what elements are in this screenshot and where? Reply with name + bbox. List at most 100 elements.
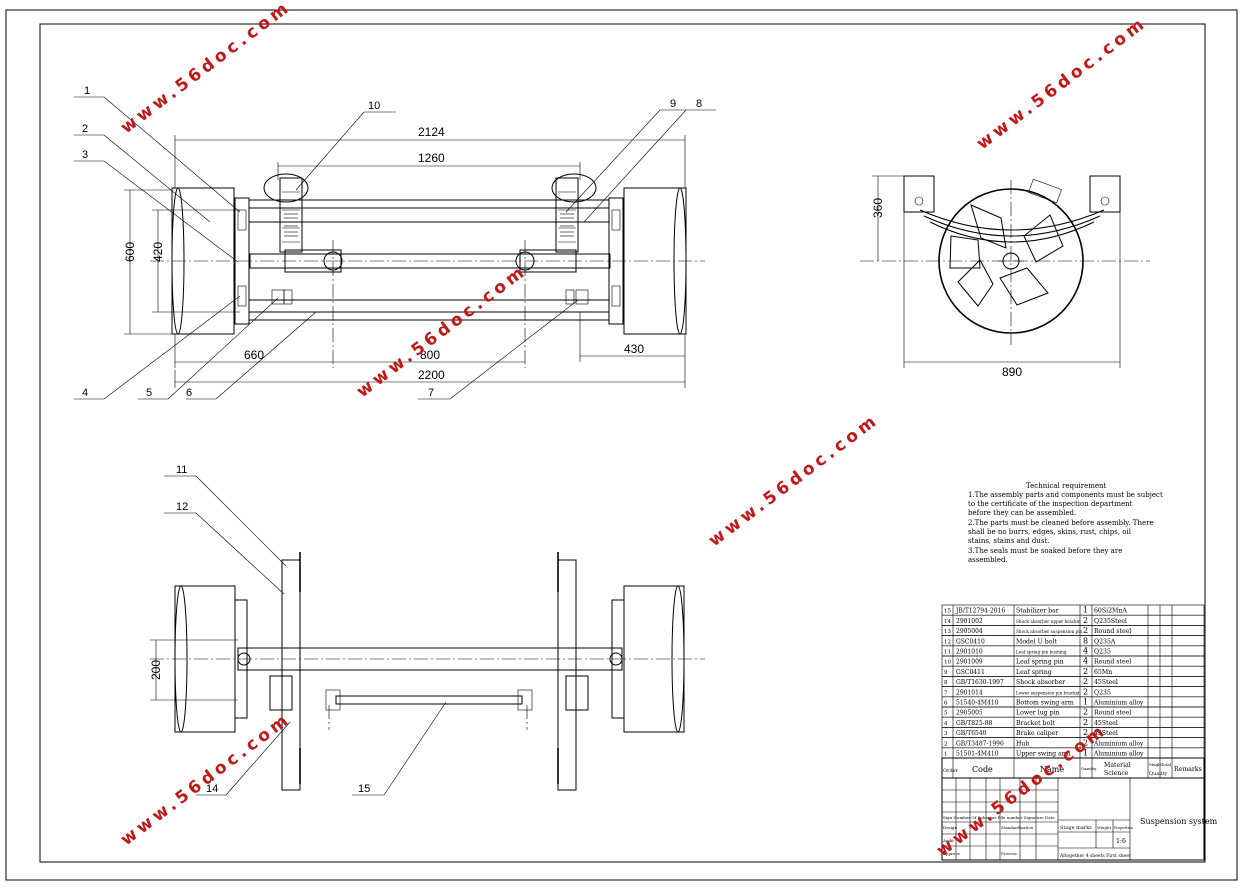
parts-material: Round steel (1094, 628, 1131, 635)
approve-label: Approve (942, 851, 961, 856)
balloon-14: 14 (206, 783, 218, 795)
dim-2200: 2200 (418, 368, 445, 382)
parts-material: Round steel (1094, 710, 1131, 717)
balloon-8: 8 (696, 98, 702, 110)
balloon-4: 4 (82, 387, 88, 399)
parts-name: Model U bolt (1016, 638, 1057, 645)
standardization-label: Standardization (1001, 825, 1034, 830)
parts-code: GSC0411 (956, 669, 985, 676)
balloon-3: 3 (82, 149, 88, 161)
parts-code: GB/T1630-1997 (956, 679, 1004, 686)
parts-no: 13 (944, 629, 951, 635)
parts-qty: 2 (1083, 626, 1088, 635)
header-name: Name (1040, 765, 1064, 774)
tech-title: Technical requirement (1026, 482, 1106, 490)
parts-name: Bracket bolt (1016, 720, 1055, 727)
tech-line-5: shall be no burrs, edges, skins, rust, c… (968, 528, 1132, 536)
parts-material: 60Si2MnA (1094, 608, 1127, 615)
outer-border (5, 9, 1238, 881)
parts-code: GB/T825-88 (956, 720, 993, 727)
parts-name: Shock absorber upper bracket (1016, 619, 1081, 624)
parts-qty: 8 (1083, 636, 1088, 645)
parts-material: Aluminium alloy (1093, 740, 1144, 747)
dim-2124: 2124 (418, 125, 445, 139)
parts-qty: 2 (1083, 718, 1088, 727)
header-material: Material (1104, 762, 1131, 769)
parts-no: 11 (944, 650, 951, 656)
parts-no: 5 (944, 711, 948, 717)
parts-code: 2905005 (956, 710, 983, 717)
header-remarks: Remarks (1174, 766, 1202, 773)
balloon-11: 11 (176, 464, 187, 476)
title-block: Sign Number Of Subareas File number Sign… (941, 777, 1218, 861)
dim-800: 800 (420, 348, 440, 362)
header-material-2: Science (1104, 770, 1129, 777)
parts-material: 45Steel (1094, 730, 1118, 737)
parts-code: GB/T6540 (956, 730, 987, 737)
inner-frame (39, 23, 1206, 863)
parts-material: Aluminium alloy (1093, 751, 1144, 758)
dim-660: 660 (244, 348, 264, 362)
balloon-10: 10 (368, 100, 380, 112)
parts-material: Q235Steel (1094, 618, 1127, 625)
header-order: Order (943, 768, 959, 774)
parts-no: 10 (944, 660, 951, 666)
balloon-12: 12 (176, 501, 188, 513)
tech-line-3: before they can be assembled. (968, 509, 1076, 517)
parts-no: 6 (944, 701, 948, 707)
bottom-right-arm (557, 559, 577, 791)
parts-qty: 1 (1083, 749, 1088, 758)
dim-420: 420 (151, 242, 165, 262)
tech-line-6: stains, stains and dust. (968, 537, 1050, 545)
parts-code: 2901010 (956, 649, 983, 656)
parts-qty: 2 (1083, 728, 1088, 737)
dim-890: 890 (1002, 365, 1022, 379)
stage-marks: Stage marks (1060, 825, 1092, 831)
parts-name: Lower suspension pin bracket (1016, 690, 1080, 695)
parts-qty: 2 (1083, 667, 1088, 676)
parts-name: Lower lug pin (1016, 710, 1060, 717)
parts-no: 15 (944, 609, 951, 615)
tech-line-8: assembled. (968, 556, 1008, 564)
parts-qty: 2 (1083, 738, 1088, 747)
parts-no: 9 (944, 670, 948, 676)
right-leaf-spring (555, 177, 579, 253)
parts-name: Brake caliper (1016, 730, 1058, 737)
parts-code: 2905004 (956, 628, 983, 635)
parts-name: Stabilizer bar (1016, 608, 1059, 615)
parts-material: 45Steel (1094, 679, 1118, 686)
dimension-lines (124, 135, 686, 388)
parts-code: GSC0410 (956, 638, 985, 645)
parts-no: 12 (944, 639, 951, 645)
parts-name: Upper swing arm (1016, 751, 1071, 758)
parts-no: 8 (944, 680, 948, 686)
tech-line-1: 1.The assembly parts and components must… (968, 491, 1163, 499)
parts-material: 45Steel (1094, 720, 1118, 727)
watermark-4: www.56doc.com (705, 410, 883, 551)
parts-no: 14 (944, 619, 951, 625)
parts-material: Q235 (1094, 649, 1111, 656)
parts-no: 3 (944, 731, 948, 737)
parts-name: Hub (1016, 740, 1029, 747)
parts-name: Shock absorber (1016, 679, 1065, 686)
parts-no: 2 (944, 741, 948, 747)
parts-material: 65Mn (1094, 669, 1112, 676)
stabilizer-bar (335, 695, 523, 705)
parts-code: 51501-4M410 (956, 751, 999, 758)
parts-material: Round steel (1094, 659, 1131, 666)
balloon-15: 15 (358, 783, 370, 795)
process-label: Process (1001, 851, 1017, 856)
bottom-left-arm (281, 559, 301, 791)
parts-name: Bottom swing arm (1016, 700, 1074, 707)
dim-600: 600 (123, 242, 137, 262)
parts-qty: 2 (1083, 687, 1088, 696)
parts-material: Q235A (1094, 638, 1116, 645)
watermark-1: www.56doc.com (117, 0, 295, 138)
top-view: 2124 1260 600 420 660 800 430 2200 1 2 3… (74, 85, 716, 400)
scale-value: 1:6 (1116, 838, 1126, 845)
parts-no: 4 (944, 721, 948, 727)
parts-no: 7 (944, 690, 948, 696)
balloon-2: 2 (82, 123, 88, 135)
dim-200: 200 (149, 660, 163, 680)
